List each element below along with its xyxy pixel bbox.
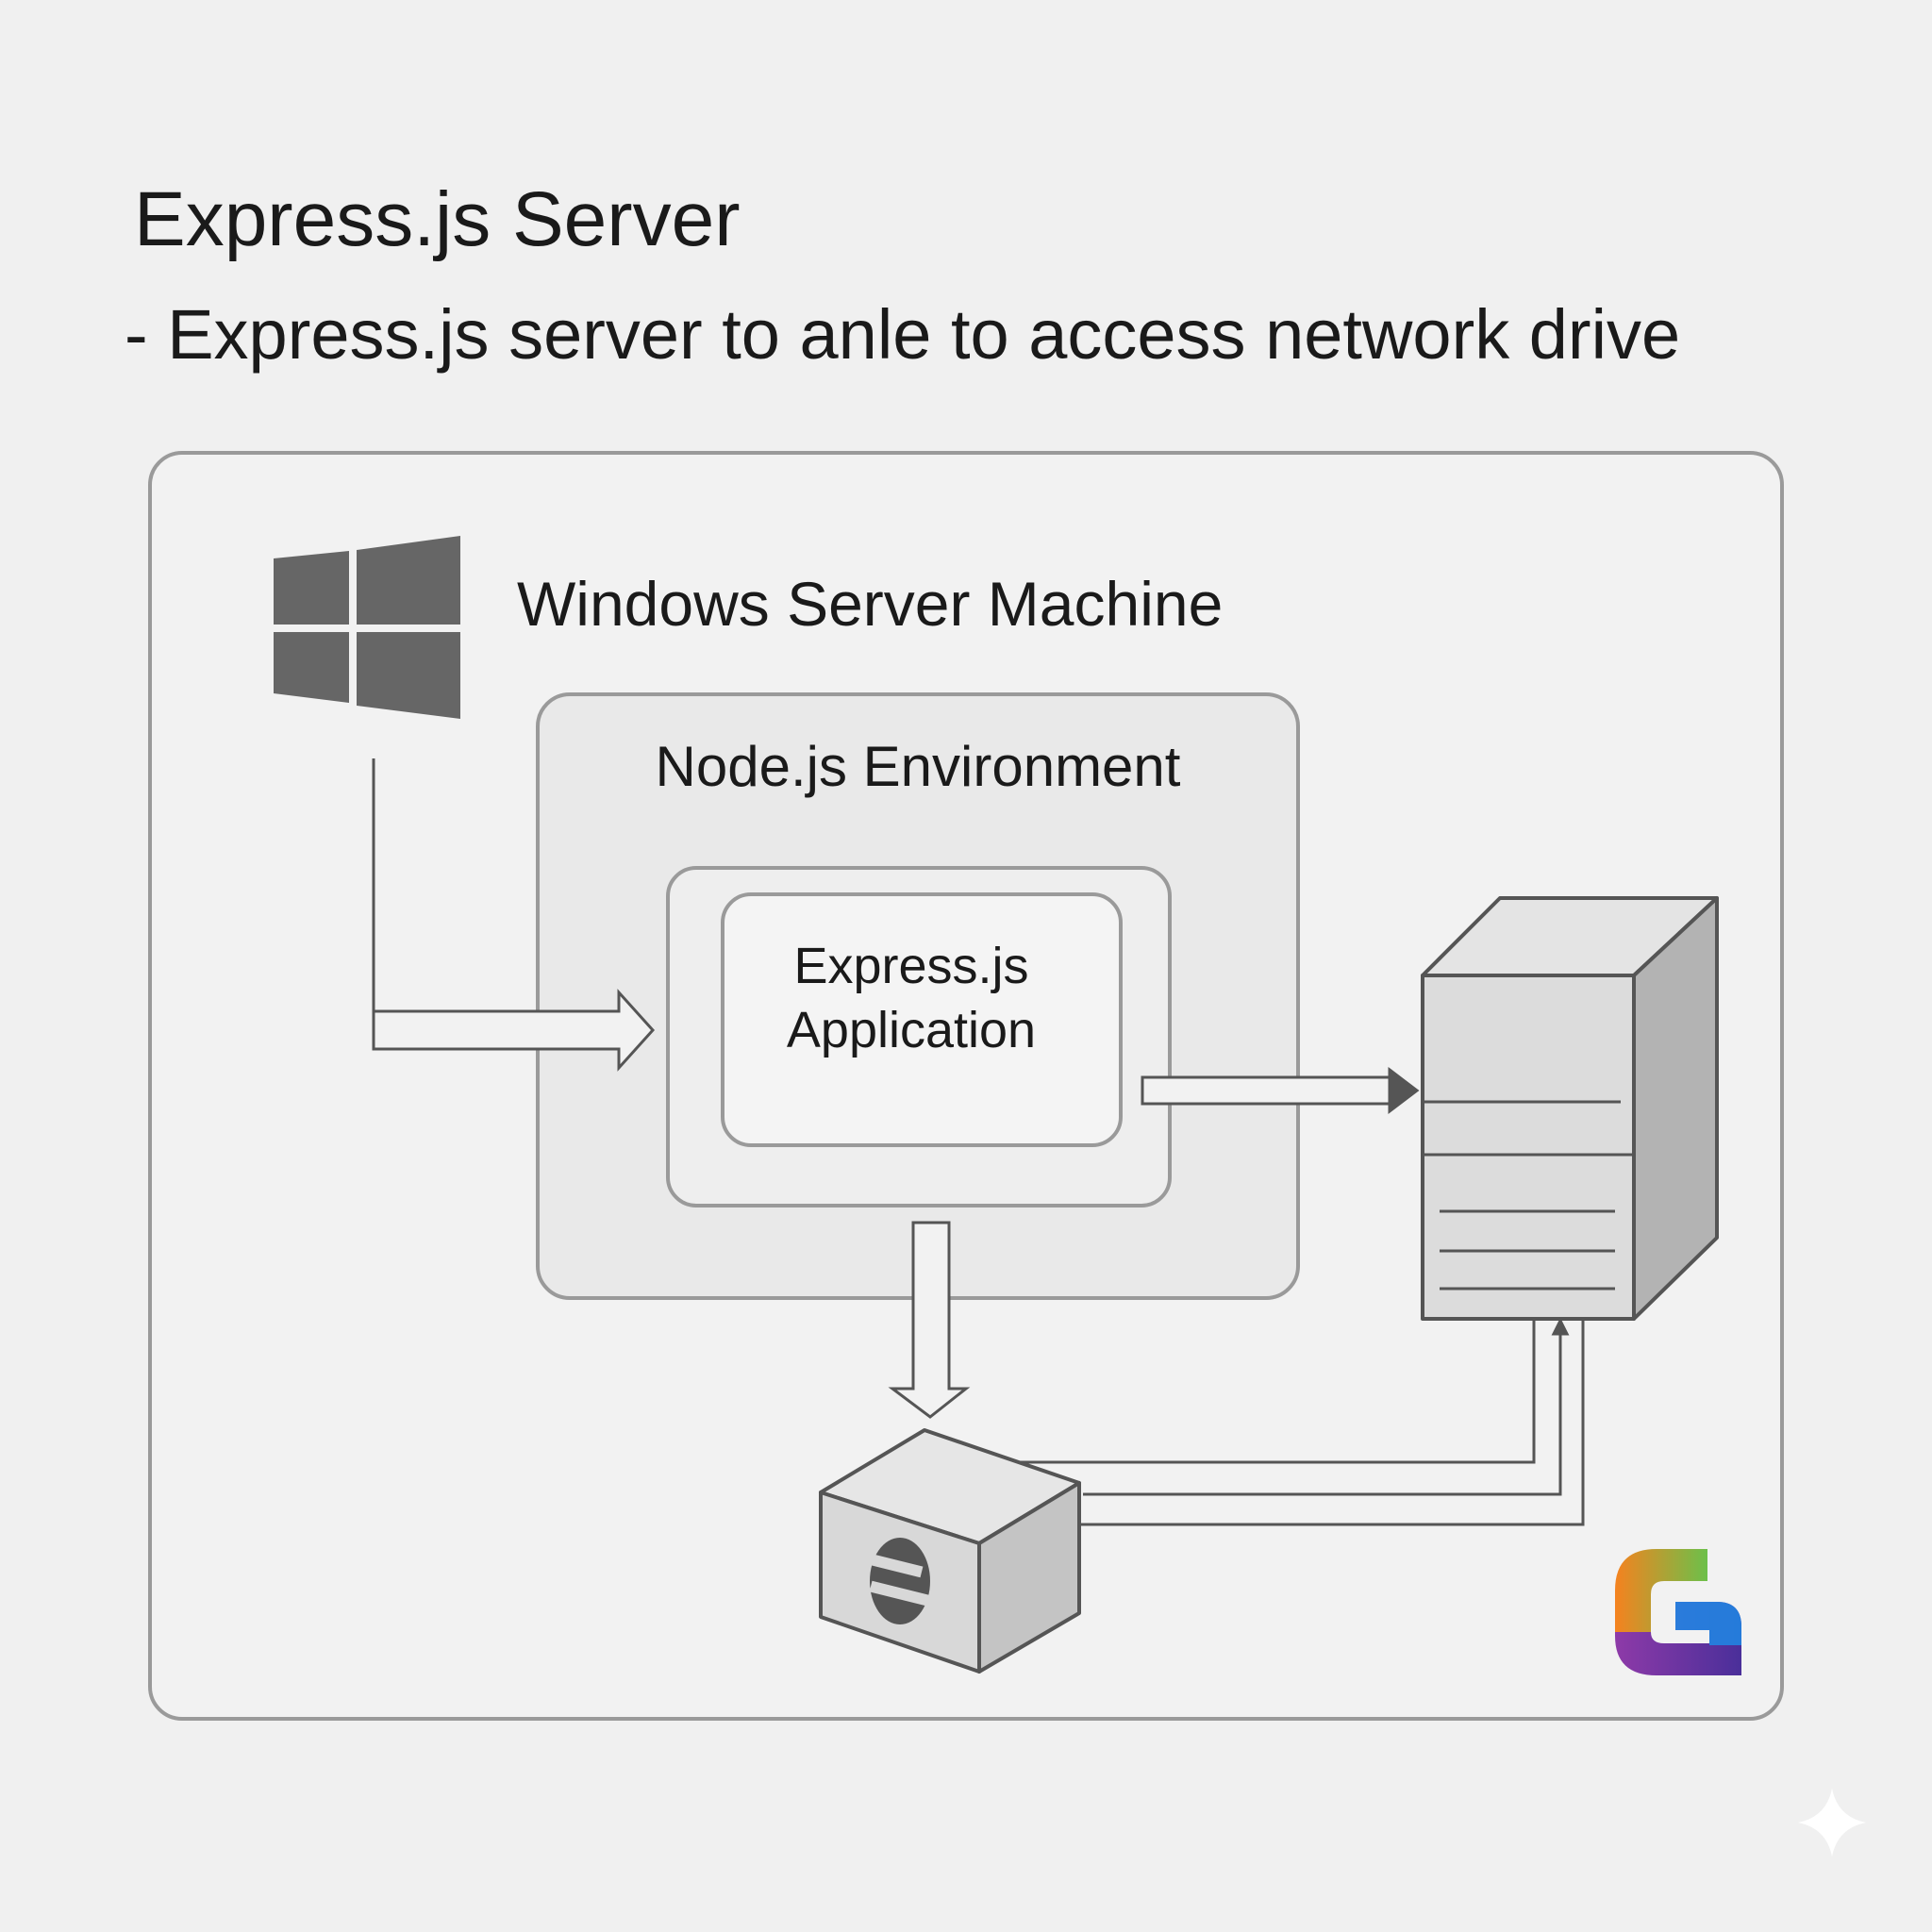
application-label-line1: Express.js [793, 938, 1029, 994]
page-subtitle: - Express.js server to anle to access ne… [125, 295, 1681, 374]
arrow-windows-to-app [372, 758, 656, 1072]
environment-label: Node.js Environment [655, 735, 1181, 798]
arrow-app-to-server [1141, 1066, 1420, 1115]
windows-logo-icon [274, 536, 460, 719]
page-title: Express.js Server [134, 176, 741, 262]
application-label-line2: Application [786, 1002, 1037, 1058]
network-drive-icon [819, 1428, 1081, 1674]
application-label: Express.js Application [726, 934, 1096, 1062]
express-app-box [721, 892, 1123, 1147]
server-tower-icon [1421, 896, 1719, 1321]
brand-logo-icon [1615, 1549, 1741, 1675]
drive-server-connections [964, 1317, 1585, 1534]
machine-label: Windows Server Machine [517, 569, 1224, 639]
sparkle-icon [1798, 1789, 1866, 1857]
arrow-app-to-drive [888, 1221, 971, 1419]
